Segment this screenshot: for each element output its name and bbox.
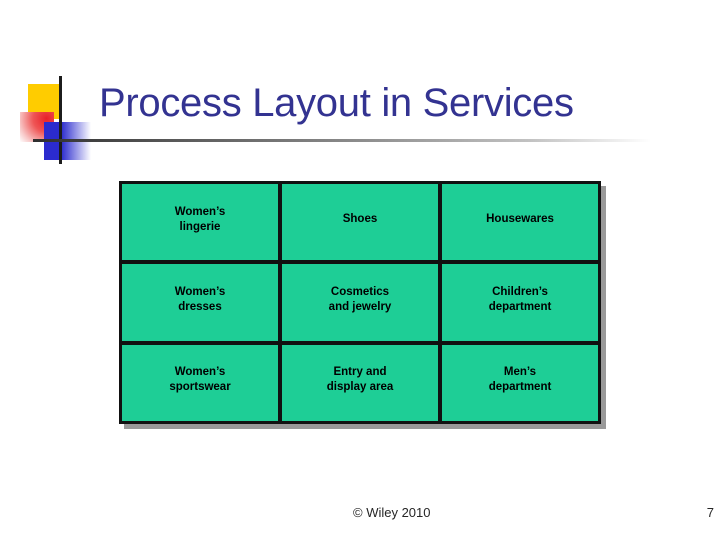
slide-title: Process Layout in Services [99, 81, 574, 125]
table-cell-womens-sportswear: Women’s sportswear [122, 344, 278, 421]
footer-copyright: © Wiley 2010 [353, 505, 431, 520]
table-cell-shoes: Shoes [282, 184, 438, 261]
table-cell-housewares: Housewares [442, 184, 598, 261]
table-cell-womens-dresses: Women’s dresses [122, 264, 278, 341]
table-cell-cosmetics-jewelry: Cosmetics and jewelry [282, 264, 438, 341]
department-layout-table: Women’s lingerie Shoes Housewares Women’… [119, 181, 601, 424]
table-cell-mens-department: Men’s department [442, 344, 598, 421]
table-cell-womens-lingerie: Women’s lingerie [122, 184, 278, 261]
crosshair-vertical-line [59, 76, 62, 164]
page-number: 7 [706, 505, 714, 520]
table-cell-childrens-department: Children’s department [442, 264, 598, 341]
title-underline-rule [33, 139, 670, 142]
table-cell-entry-display-area: Entry and display area [282, 344, 438, 421]
